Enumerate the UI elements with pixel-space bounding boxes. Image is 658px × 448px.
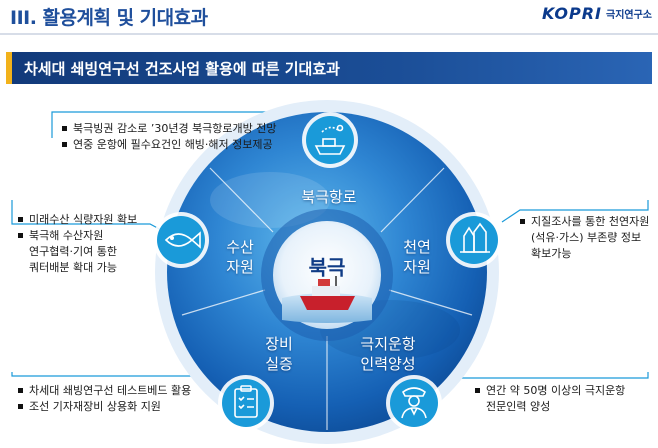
list-item: 지질조사를 통한 천연자원 [520, 214, 649, 230]
logo: KOPRI 극지연구소 [542, 4, 652, 23]
divider-top-right [380, 167, 445, 233]
icon-bg-top [306, 116, 354, 164]
bullets-right: 지질조사를 통한 천연자원 (석유·가스) 부존량 정보 확보가능 [520, 214, 649, 262]
list-item: 연중 운항에 필수요건인 해빙·해저 정보제공 [62, 137, 277, 153]
list-item-continued: 쿼터배분 확대 가능 [29, 261, 117, 274]
icon-circle-right [446, 212, 502, 268]
bullets-bottom-right: 연간 약 50명 이상의 극지운항 전문인력 양성 [475, 383, 625, 415]
bullets-left: 미래수산 식량자원 확보 북극해 수산자원 연구협력·기여 통한 쿼터배분 확대… [18, 212, 137, 276]
bullets-bottom-left: 차세대 쇄빙연구선 테스트베드 활용 조선 기자재장비 상용화 지원 [18, 383, 191, 415]
section-banner: 차세대 쇄빙연구선 건조사업 활용에 따른 기대효과 [6, 52, 652, 84]
segment-label-right: 천연 자원 [403, 238, 431, 276]
ship-route-icon [314, 124, 346, 155]
list-item: 조선 기자재장비 상용화 지원 [18, 399, 191, 415]
divider-top-left [209, 167, 274, 233]
icon-circle-top [302, 112, 358, 168]
segment-label-bottom-left: 장비 실증 [265, 335, 293, 373]
ship-deck [312, 286, 340, 296]
ship-hull [300, 296, 355, 310]
divider-right [388, 289, 473, 316]
segment-dividers [181, 167, 473, 430]
connector-right [501, 200, 649, 223]
list-item-continued: (석유·가스) 부존량 정보 [531, 231, 642, 244]
header-divider [0, 33, 658, 35]
list-item-continued: 전문인력 양성 [486, 400, 551, 413]
ship-bridge [318, 279, 330, 286]
page-title: III. 활용계획 및 기대효과 [10, 7, 208, 29]
captain-icon [401, 387, 427, 419]
divider-left [181, 289, 266, 316]
icon-circle-bottom-left [218, 375, 274, 431]
bullets-top: 북극빙권 감소로 ’30년경 북극항로개방 전망 연중 운항에 필수요건인 해빙… [62, 121, 277, 153]
logo-text: KOPRI [542, 4, 602, 23]
list-item: 북극빙권 감소로 ’30년경 북극항로개방 전망 [62, 121, 277, 137]
fish-icon [164, 231, 201, 249]
list-item: 미래수산 식량자원 확보 [18, 212, 137, 228]
icon-circle-left [153, 212, 209, 268]
icon-bg-bottom-left [222, 379, 270, 427]
banner-title: 차세대 쇄빙연구선 건조사업 활용에 따른 기대효과 [24, 59, 340, 78]
list-item: 북극해 수산자원 [18, 228, 137, 244]
icon-bg-bottom-right [390, 379, 438, 427]
segment-label-left: 수산 자원 [226, 238, 254, 276]
list-item-continued: 확보가능 [531, 247, 572, 260]
clipboard-checklist-icon [234, 385, 258, 418]
list-item: 연간 약 50명 이상의 극지운항 [475, 383, 625, 399]
segment-label-bottom-right: 극지운항 인력양성 [360, 335, 416, 373]
icon-circle-bottom-right [386, 375, 442, 431]
crystal-icon [460, 222, 490, 253]
segment-label-top: 북극항로 [301, 188, 357, 206]
center-label: 북극 [308, 255, 346, 280]
icebreaker-ship-illustration [282, 276, 372, 323]
list-item-continued: 연구협력·기여 통한 [29, 245, 117, 258]
list-item: 차세대 쇄빙연구선 테스트베드 활용 [18, 383, 191, 399]
sphere-highlight [210, 172, 330, 228]
icon-bg-left [157, 216, 205, 264]
logo-subtext: 극지연구소 [606, 10, 652, 21]
